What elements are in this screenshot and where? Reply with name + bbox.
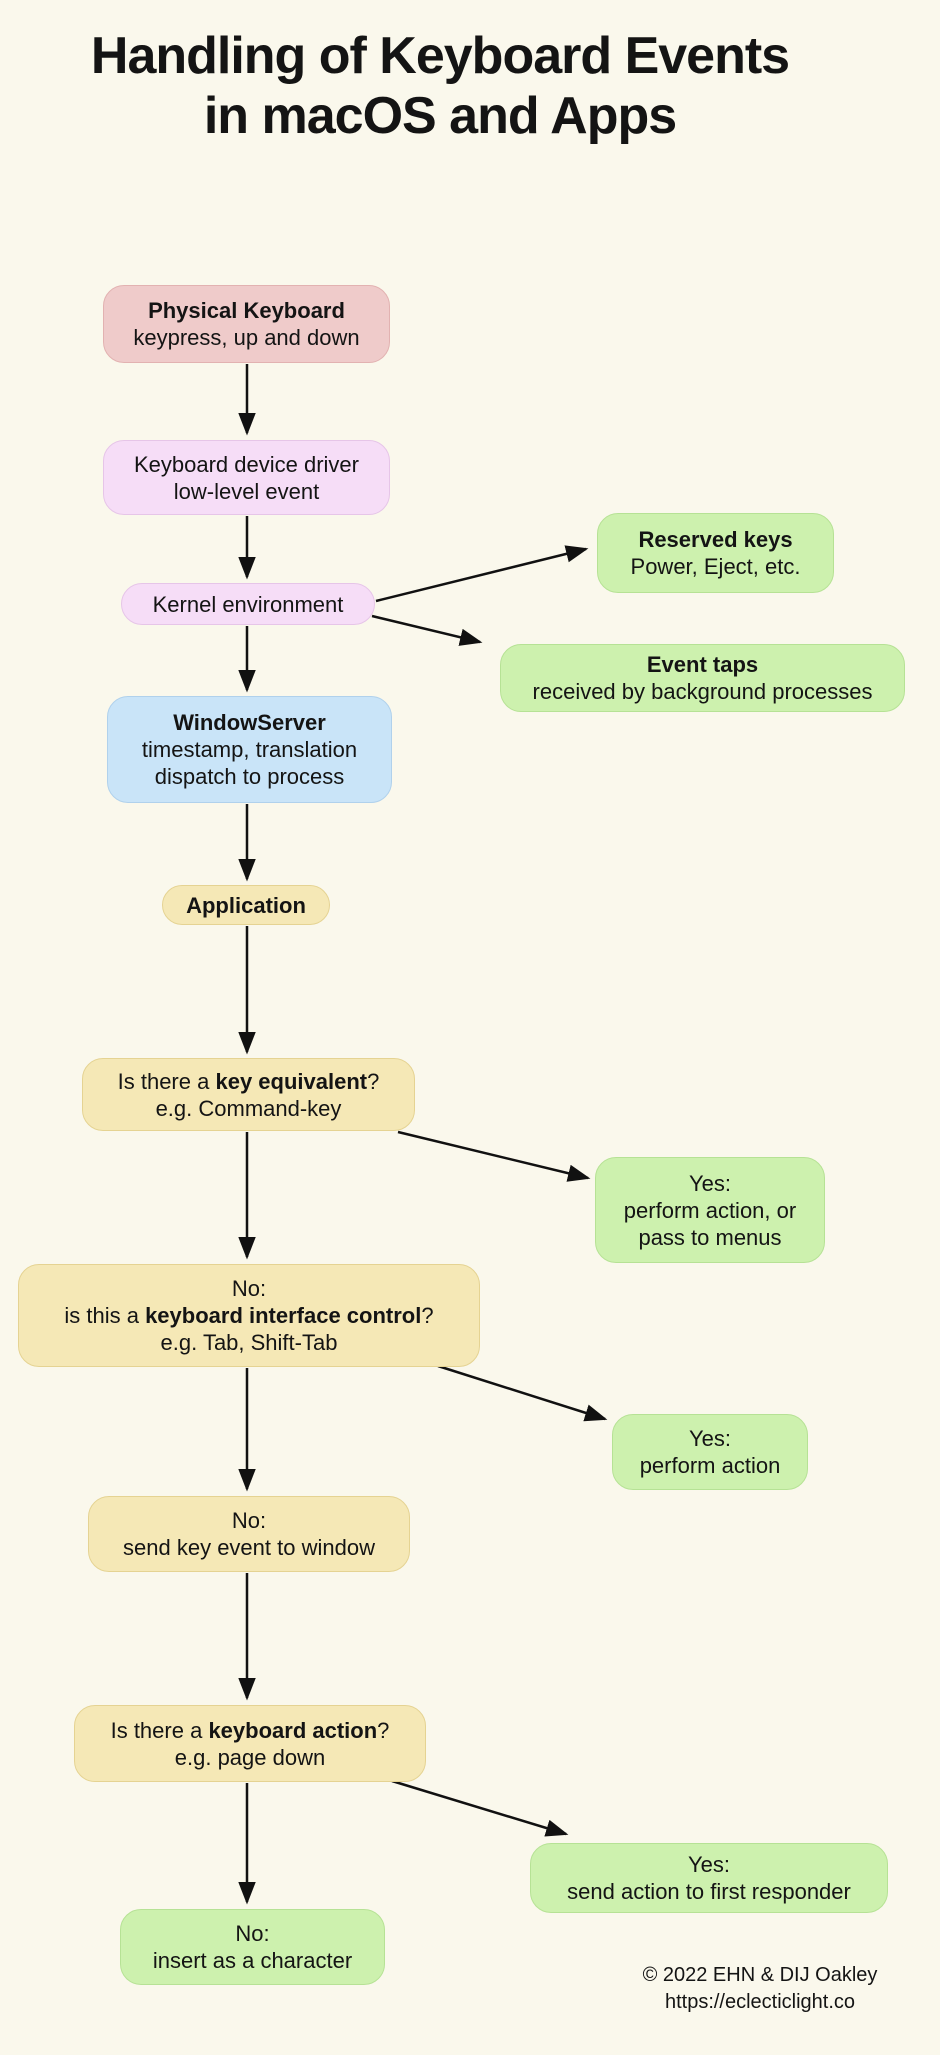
- node-yes-perform-or-menus: Yes: perform action, or pass to menus: [595, 1157, 825, 1263]
- node-line: pass to menus: [638, 1224, 782, 1250]
- text-bold: keyboard interface control: [145, 1303, 422, 1328]
- node-keyboard-interface-control-question: No: is this a keyboard interface control…: [18, 1264, 480, 1367]
- text-regular: is this a: [64, 1303, 146, 1328]
- node-line: low-level event: [173, 478, 320, 504]
- node-line: e.g. Command-key: [155, 1095, 342, 1121]
- node-line: dispatch to process: [154, 764, 345, 789]
- title-line-1: Handling of Keyboard Events: [90, 27, 790, 85]
- diagram-title: Handling of Keyboard Events in macOS and…: [0, 26, 880, 146]
- node-line: Is there a key equivalent?: [118, 1068, 380, 1095]
- text-regular: ?: [377, 1717, 390, 1743]
- credit-line: © 2022 EHN & DIJ Oakley: [642, 1964, 878, 1986]
- text-regular: ?: [421, 1303, 434, 1328]
- node-windowserver: WindowServer timestamp, translation disp…: [107, 696, 392, 803]
- node-physical-keyboard: Physical Keyboard keypress, up and down: [103, 285, 390, 363]
- title-line-2: in macOS and Apps: [203, 87, 677, 145]
- arrow-kernel-to-event-taps: [371, 614, 483, 646]
- node-line: Physical Keyboard: [148, 298, 345, 323]
- node-line: Kernel environment: [152, 591, 344, 617]
- node-yes-perform-action: Yes: perform action: [612, 1414, 808, 1490]
- node-line: received by background processes: [532, 679, 873, 704]
- text-bold: keyboard action: [208, 1717, 378, 1743]
- node-kernel-environment: Kernel environment: [121, 583, 375, 625]
- node-line: timestamp, translation: [141, 737, 358, 762]
- text-regular: Is there a: [117, 1068, 216, 1094]
- node-line: Is there a keyboard action?: [111, 1717, 390, 1744]
- node-line: e.g. Tab, Shift-Tab: [160, 1330, 338, 1355]
- node-line: Event taps: [646, 652, 759, 677]
- arrow-key-equivalent-to-yes-menus: [397, 1130, 591, 1182]
- node-line: WindowServer: [173, 710, 326, 735]
- node-line: e.g. page down: [174, 1744, 326, 1770]
- text-bold: key equivalent: [215, 1068, 368, 1094]
- node-line: keypress, up and down: [133, 325, 360, 350]
- node-line: Yes:: [688, 1426, 731, 1451]
- node-line: perform action: [639, 1453, 781, 1478]
- node-line: No:: [231, 1276, 267, 1301]
- node-line: is this a keyboard interface control?: [64, 1302, 433, 1329]
- node-insert-as-character: No: insert as a character: [120, 1909, 385, 1985]
- node-line: No:: [235, 1921, 270, 1946]
- node-keyboard-action-question: Is there a keyboard action? e.g. page do…: [74, 1705, 426, 1782]
- arrow-kernel-to-reserved-keys: [375, 545, 589, 603]
- node-line: Yes:: [688, 1170, 731, 1196]
- node-line: No:: [231, 1508, 267, 1533]
- node-event-taps: Event taps received by background proces…: [500, 644, 905, 712]
- node-keyboard-device-driver: Keyboard device driver low-level event: [103, 440, 390, 515]
- node-line: Yes:: [687, 1852, 730, 1877]
- node-key-equivalent-question: Is there a key equivalent? e.g. Command-…: [82, 1058, 415, 1131]
- text-regular: ?: [367, 1068, 380, 1094]
- node-line: Power, Eject, etc.: [630, 554, 801, 579]
- node-line: Reserved keys: [638, 527, 793, 552]
- node-send-key-event-to-window: No: send key event to window: [88, 1496, 410, 1572]
- node-line: insert as a character: [152, 1948, 353, 1973]
- arrow-interface-control-to-yes-perform: [437, 1364, 608, 1422]
- node-yes-send-action-first-responder: Yes: send action to first responder: [530, 1843, 888, 1913]
- node-line: perform action, or: [623, 1197, 797, 1223]
- node-line: Application: [186, 892, 306, 918]
- node-line: send action to first responder: [567, 1879, 851, 1904]
- text-regular: Is there a: [110, 1717, 209, 1743]
- node-reserved-keys: Reserved keys Power, Eject, etc.: [597, 513, 834, 593]
- arrow-keyboard-action-to-first-responder: [391, 1779, 569, 1837]
- copyright-credit: © 2022 EHN & DIJ Oakley https://eclectic…: [560, 1962, 940, 2016]
- node-application: Application: [162, 885, 330, 925]
- node-line: Keyboard device driver: [133, 451, 359, 477]
- credit-url: https://eclecticlight.co: [664, 1991, 856, 2013]
- node-line: send key event to window: [123, 1535, 375, 1560]
